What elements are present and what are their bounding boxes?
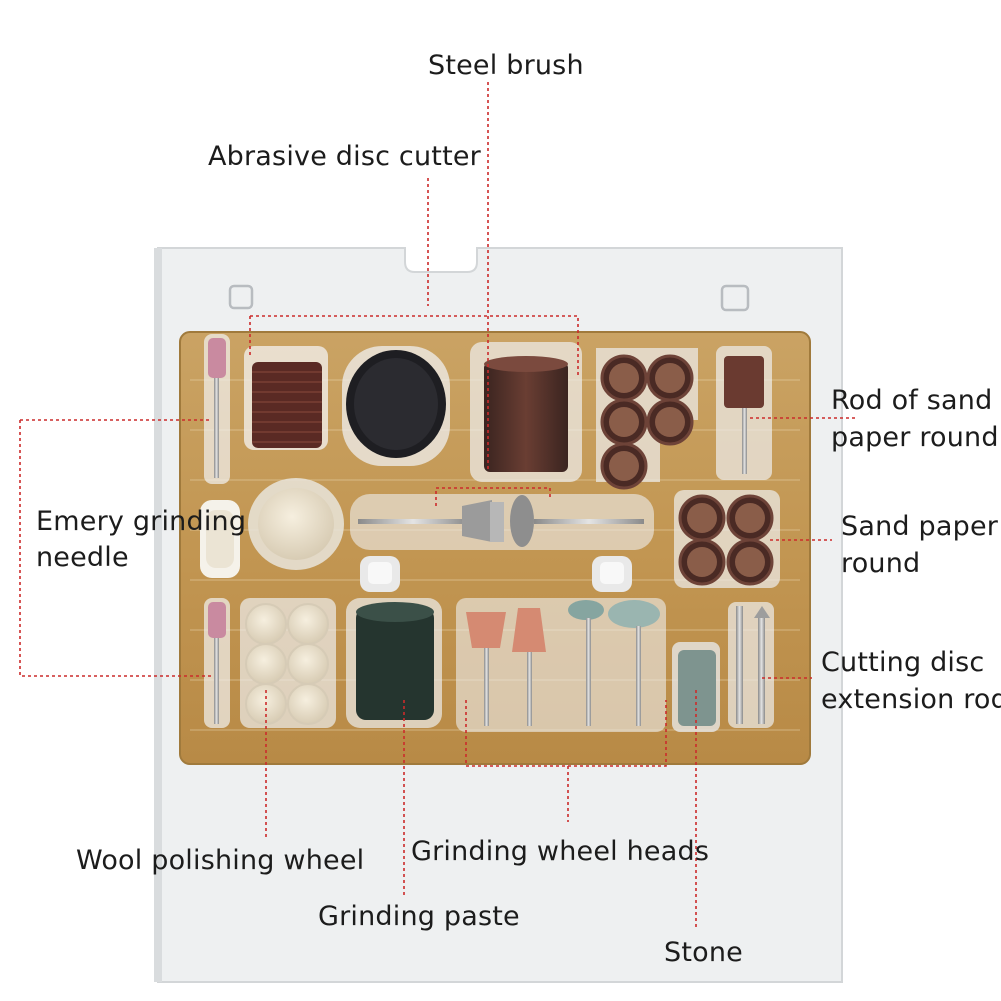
grinding-paste-jar: [346, 598, 442, 728]
label-steel-brush: Steel brush: [428, 50, 584, 81]
fibre-disc: [342, 346, 450, 466]
label-stone: Stone: [664, 937, 743, 968]
sand-paper-rings-top: [596, 348, 698, 490]
label-sand-paper-round-line1: Sand paper: [841, 511, 999, 542]
drum-sander: [470, 342, 582, 482]
label-wool-polishing-wheel: Wool polishing wheel: [76, 845, 365, 876]
sand-paper-rings-middle: [674, 490, 780, 588]
wool-felt-wheel: [248, 478, 344, 570]
label-sand-paper-round-line2: round: [841, 548, 921, 579]
small-stone-blocks: [360, 556, 632, 592]
extension-rods: [728, 602, 774, 728]
wool-cylinder: [200, 500, 240, 578]
stone-block: [672, 642, 720, 732]
abrasive-disc-stack: [244, 346, 328, 450]
label-rod-of-sand-paper-round-line1: Rod of sand: [831, 385, 993, 416]
sand-paper-rod: [716, 346, 772, 480]
label-cutting-disc-extension-rod-line2: extension rod: [821, 684, 1001, 715]
hang-hole-left: [228, 284, 254, 310]
label-cutting-disc-extension-rod-line1: Cutting disc: [821, 647, 985, 678]
hang-hole-right: [720, 284, 750, 312]
wool-polishing-wheels: [240, 598, 336, 728]
label-emery-grinding-needle-line1: Emery grinding: [36, 506, 247, 537]
label-abrasive-disc-cutter: Abrasive disc cutter: [208, 141, 481, 172]
leader-lines: [19, 82, 856, 928]
label-grinding-wheel-heads: Grinding wheel heads: [411, 836, 710, 867]
emery-needle-top: [204, 334, 230, 484]
grinding-wheel-heads: [456, 598, 666, 732]
label-rod-of-sand-paper-round-line2: paper round: [831, 422, 999, 453]
emery-needle-bottom: [204, 598, 230, 728]
label-emery-grinding-needle-line2: needle: [36, 542, 129, 573]
label-grinding-paste: Grinding paste: [318, 901, 520, 932]
steel-brush-mandrel: [350, 494, 654, 550]
